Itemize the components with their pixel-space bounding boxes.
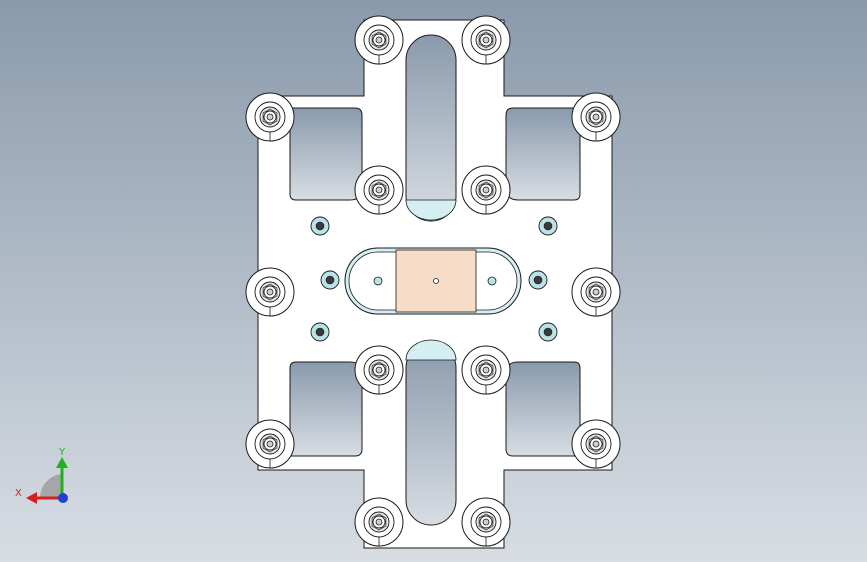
coordinate-triad: Y X <box>15 447 68 504</box>
pin-hole <box>320 270 340 290</box>
pin-hole <box>310 322 330 342</box>
bolt-head[interactable] <box>461 15 511 65</box>
bolt-head[interactable] <box>461 497 511 547</box>
center-opening[interactable] <box>344 247 522 315</box>
bolt-head[interactable] <box>354 15 404 65</box>
bolt-head[interactable] <box>571 92 621 142</box>
bolt-head[interactable] <box>245 419 295 469</box>
cutout-lower-left <box>289 361 363 457</box>
bolt-head[interactable] <box>461 165 511 215</box>
cutout-upper-right <box>505 107 581 201</box>
pin-hole <box>528 270 548 290</box>
bolt-head[interactable] <box>571 267 621 317</box>
pin-hole <box>310 216 330 236</box>
bolt-head[interactable] <box>354 165 404 215</box>
slot-top <box>405 34 457 222</box>
pin-hole <box>538 322 558 342</box>
z-axis-dot <box>58 493 68 503</box>
bolt-head[interactable] <box>245 267 295 317</box>
bolt-group <box>245 15 621 547</box>
pin-hole <box>538 216 558 236</box>
bolt-head[interactable] <box>354 497 404 547</box>
pin-group <box>310 216 558 342</box>
bolt-head[interactable] <box>461 345 511 395</box>
x-axis-label: X <box>15 488 22 499</box>
cutout-upper-left <box>289 107 363 201</box>
bolt-head[interactable] <box>571 419 621 469</box>
slot-bottom <box>405 339 457 526</box>
bolt-head[interactable] <box>245 92 295 142</box>
y-axis-label: Y <box>58 447 66 458</box>
bolt-head[interactable] <box>354 345 404 395</box>
cutout-lower-right <box>505 361 581 457</box>
